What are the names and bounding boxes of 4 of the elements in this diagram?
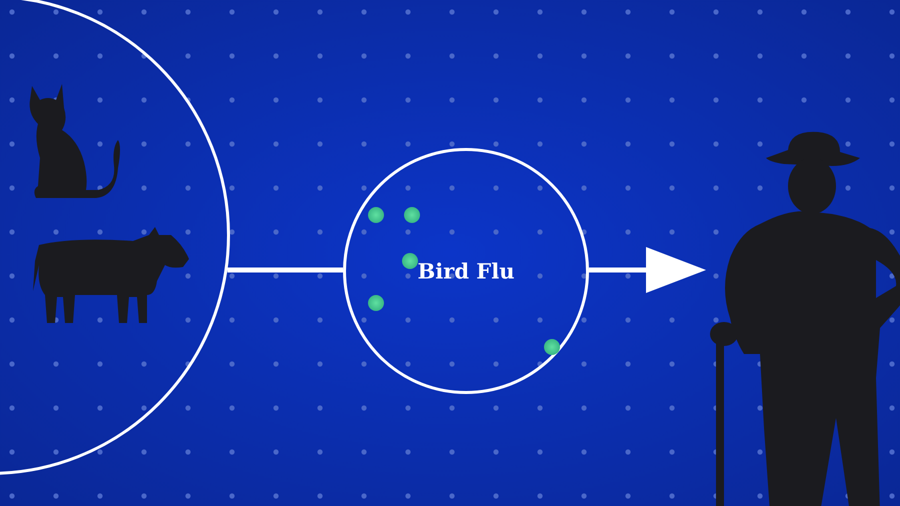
arrow — [589, 247, 705, 293]
virus-circle — [343, 148, 589, 394]
node-label: Bird Flu — [418, 258, 514, 284]
connector-line — [227, 268, 343, 272]
